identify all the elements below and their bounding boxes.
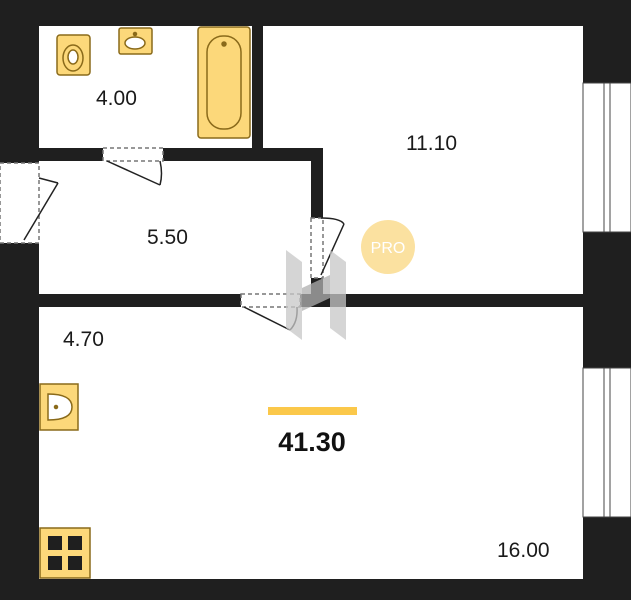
stove-icon xyxy=(39,527,91,579)
wall-bath-bottom-left xyxy=(39,148,103,161)
window-top xyxy=(582,82,631,233)
wall-mid-right xyxy=(300,294,583,307)
bathtub-icon xyxy=(197,26,251,139)
wall-bath-right xyxy=(252,26,263,148)
doors xyxy=(0,147,345,331)
pro-badge: PRO xyxy=(361,220,415,274)
wall-right-mid xyxy=(583,232,631,368)
door-bathroom xyxy=(102,147,164,186)
kitchen-sink-icon xyxy=(39,383,79,431)
wall-hall-room-upper xyxy=(311,148,323,218)
watermark-logo xyxy=(286,250,346,340)
wall-bottom xyxy=(0,579,631,600)
area-label-bathroom: 4.00 xyxy=(96,87,137,110)
toilet-icon xyxy=(56,34,91,76)
wall-mid-left xyxy=(39,294,241,307)
area-label-room-top: 11.10 xyxy=(406,132,457,155)
inner-walls xyxy=(39,26,583,307)
door-entrance xyxy=(0,162,59,244)
area-label-hallway: 5.50 xyxy=(147,226,188,249)
wall-left-lower xyxy=(0,243,39,600)
area-label-room-bottom: 16.00 xyxy=(497,539,550,562)
windows xyxy=(582,82,631,518)
door-room-top xyxy=(310,217,345,279)
total-area-accent-bar xyxy=(268,407,357,415)
pro-badge-label: PRO xyxy=(371,240,406,257)
total-area-value: 41.30 xyxy=(278,427,346,457)
wall-right-bottom xyxy=(583,517,631,600)
window-bottom xyxy=(582,367,631,518)
sink-icon xyxy=(118,27,153,55)
wall-bath-bottom-right xyxy=(163,148,323,161)
wall-right-top xyxy=(583,0,631,83)
area-label-kitchen: 4.70 xyxy=(63,328,104,351)
wall-top xyxy=(0,0,631,26)
wall-left-upper xyxy=(0,0,39,163)
